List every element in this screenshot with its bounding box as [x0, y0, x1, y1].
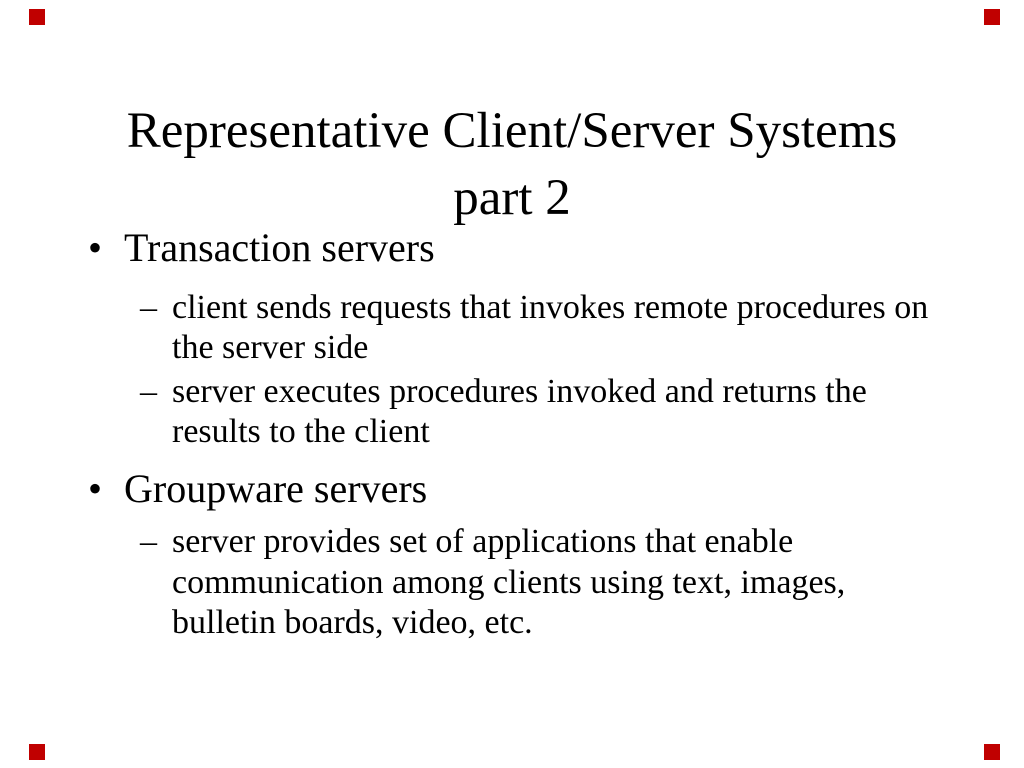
bullet-text: Transaction servers: [124, 225, 435, 270]
bullet-text: Groupware servers: [124, 466, 428, 512]
slide-title: Representative Client/Server Systems par…: [126, 103, 898, 227]
red-corner-marker-top-right: [984, 9, 1000, 25]
bullet-list: • Transaction servers – client sends req…: [0, 224, 1024, 643]
bullet-item: – server executes procedures invoked and…: [0, 372, 1024, 452]
red-corner-marker-bottom-left: [29, 744, 45, 760]
bullet-dot-icon: •: [88, 225, 103, 270]
bullet-text: server executes procedures invoked and r…: [172, 373, 867, 451]
bullet-item: • Groupware servers: [0, 465, 1024, 513]
red-corner-marker-top-left: [29, 9, 45, 25]
bullet-text: client sends requests that invokes remot…: [172, 289, 929, 367]
bullet-item: – client sends requests that invokes rem…: [0, 288, 1024, 368]
bullet-item: • Transaction servers: [0, 224, 1024, 272]
bullet-item: – server provides set of applications th…: [0, 522, 1024, 642]
bullet-text: server provides set of applications that…: [172, 523, 846, 641]
red-corner-marker-bottom-right: [984, 744, 1000, 760]
dash-icon: –: [140, 373, 157, 411]
bullet-dot-icon: •: [88, 466, 103, 512]
dash-icon: –: [140, 523, 157, 561]
dash-icon: –: [140, 289, 157, 326]
